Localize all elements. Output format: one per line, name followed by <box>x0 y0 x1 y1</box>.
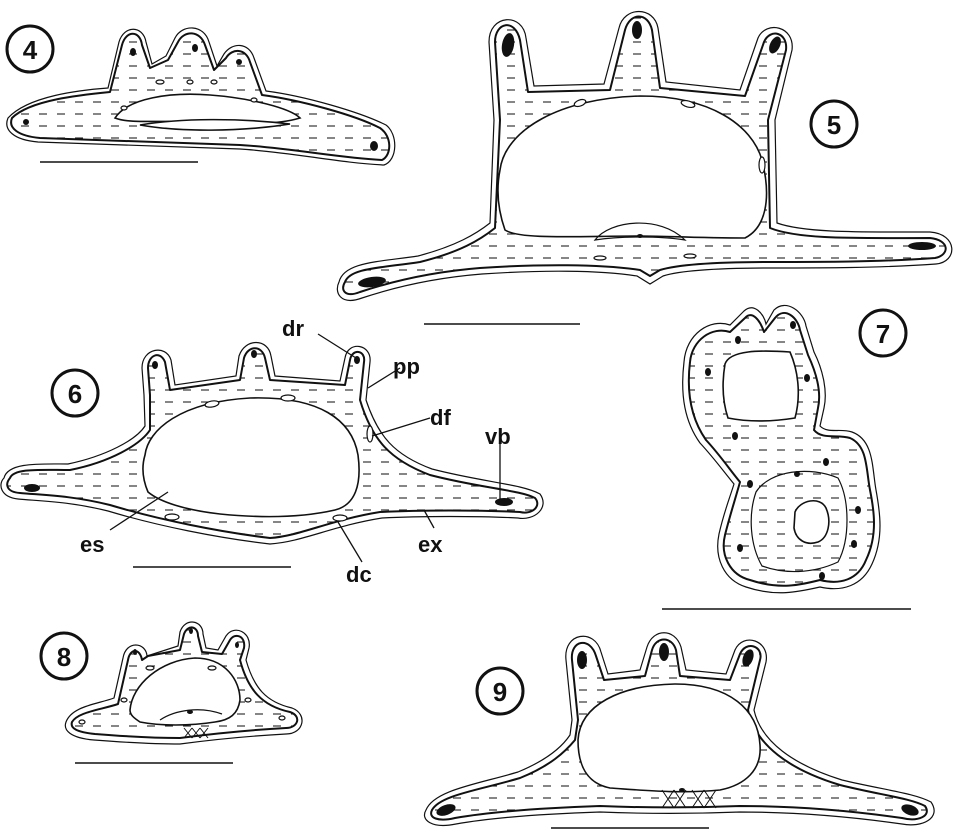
figure-5-badge: 5 <box>811 101 857 147</box>
figure-8-section <box>65 622 302 744</box>
label-dc: dc <box>346 562 372 587</box>
label-dr: dr <box>282 316 304 341</box>
label-vb: vb <box>485 424 511 449</box>
figure-5-number: 5 <box>827 110 841 140</box>
label-df: df <box>430 405 451 430</box>
figure-8-number: 8 <box>57 642 71 672</box>
figure-4-number: 4 <box>23 35 38 65</box>
label-ex: ex <box>418 532 443 557</box>
figure-9-number: 9 <box>493 677 507 707</box>
figure-6-number: 6 <box>68 379 82 409</box>
figure-9-section <box>424 633 934 826</box>
figure-7-section <box>683 305 880 592</box>
label-es: es <box>80 532 104 557</box>
figure-5-section <box>337 12 951 301</box>
figure-7-badge: 7 <box>860 310 906 356</box>
label-pp: pp <box>393 354 420 379</box>
figure-7-number: 7 <box>876 319 890 349</box>
figure-6-badge: 6 <box>52 370 98 416</box>
figure-8-badge: 8 <box>41 633 87 679</box>
figure-4-badge: 4 <box>7 26 53 72</box>
figure-9-badge: 9 <box>477 668 523 714</box>
figure-4-section <box>7 28 395 165</box>
